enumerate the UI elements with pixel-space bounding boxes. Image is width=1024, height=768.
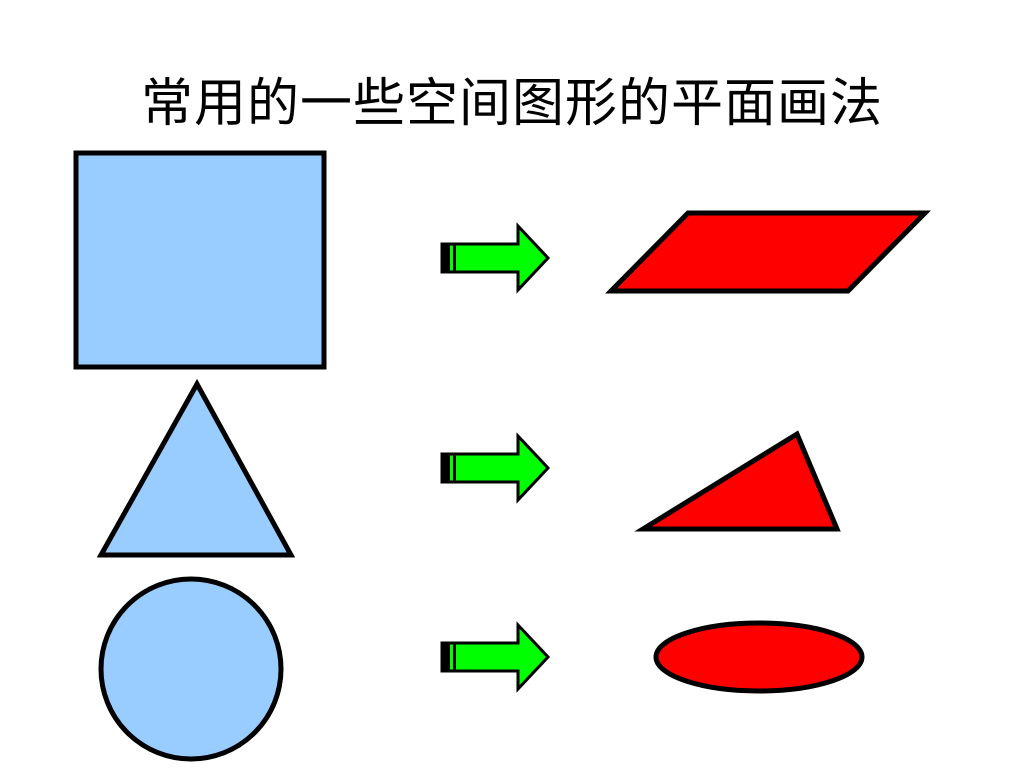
ellipse-shape — [653, 620, 865, 694]
equilateral-triangle-shape — [96, 378, 296, 558]
slide-title: 常用的一些空间图形的平面画法 — [140, 74, 883, 134]
oblique-triangle-shape — [634, 430, 841, 532]
right-arrow-icon — [440, 621, 551, 693]
right-arrow-icon — [440, 432, 551, 504]
circle-shape — [98, 576, 284, 762]
square-shape — [73, 150, 327, 370]
parallelogram-shape — [605, 210, 931, 294]
right-arrow-icon — [440, 222, 551, 294]
